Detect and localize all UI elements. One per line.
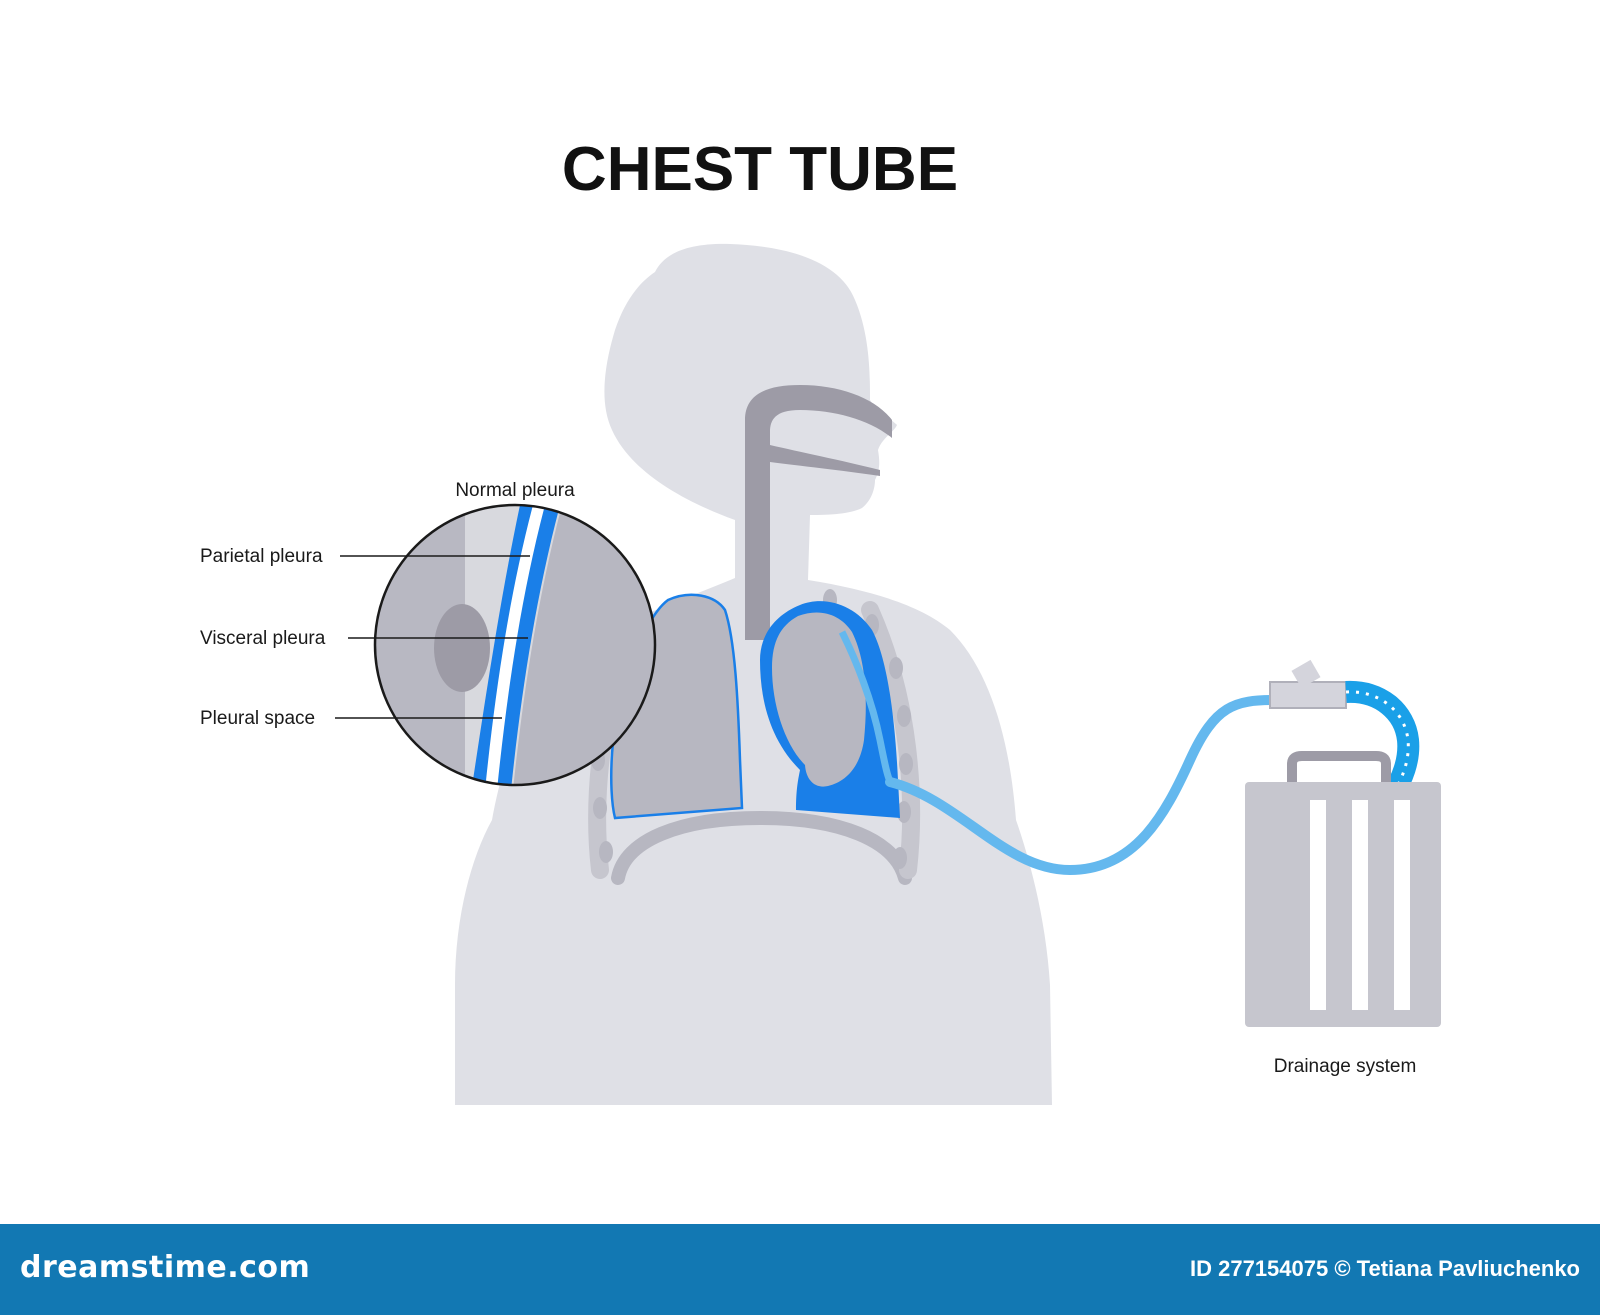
footer-brand: dreamstime.com [20,1250,311,1285]
page-title: CHEST TUBE [562,135,958,204]
lung-affected [760,601,900,818]
label-pleural-space: Pleural space [200,708,315,729]
airway [745,385,892,640]
body-silhouette [455,243,1052,1106]
corrugated-hose [1345,680,1420,802]
chest-tube-diagram: CHEST TUBE [200,135,1441,1106]
footer-credit: ID 277154075 © Tetiana Pavliuchenko [1190,1256,1580,1281]
label-drainage-system: Drainage system [1274,1056,1417,1077]
leader-lines [335,555,530,719]
drainage-container [1245,751,1441,1027]
label-parietal-pleura: Parietal pleura [200,546,323,567]
label-visceral-pleura: Visceral pleura [200,628,326,649]
chest-tube [885,695,1280,876]
footer-bar: dreamstime.com ID 277154075 © Tetiana Pa… [0,1224,1600,1315]
tube-connector [1269,659,1347,709]
label-normal-pleura: Normal pleura [455,480,575,501]
